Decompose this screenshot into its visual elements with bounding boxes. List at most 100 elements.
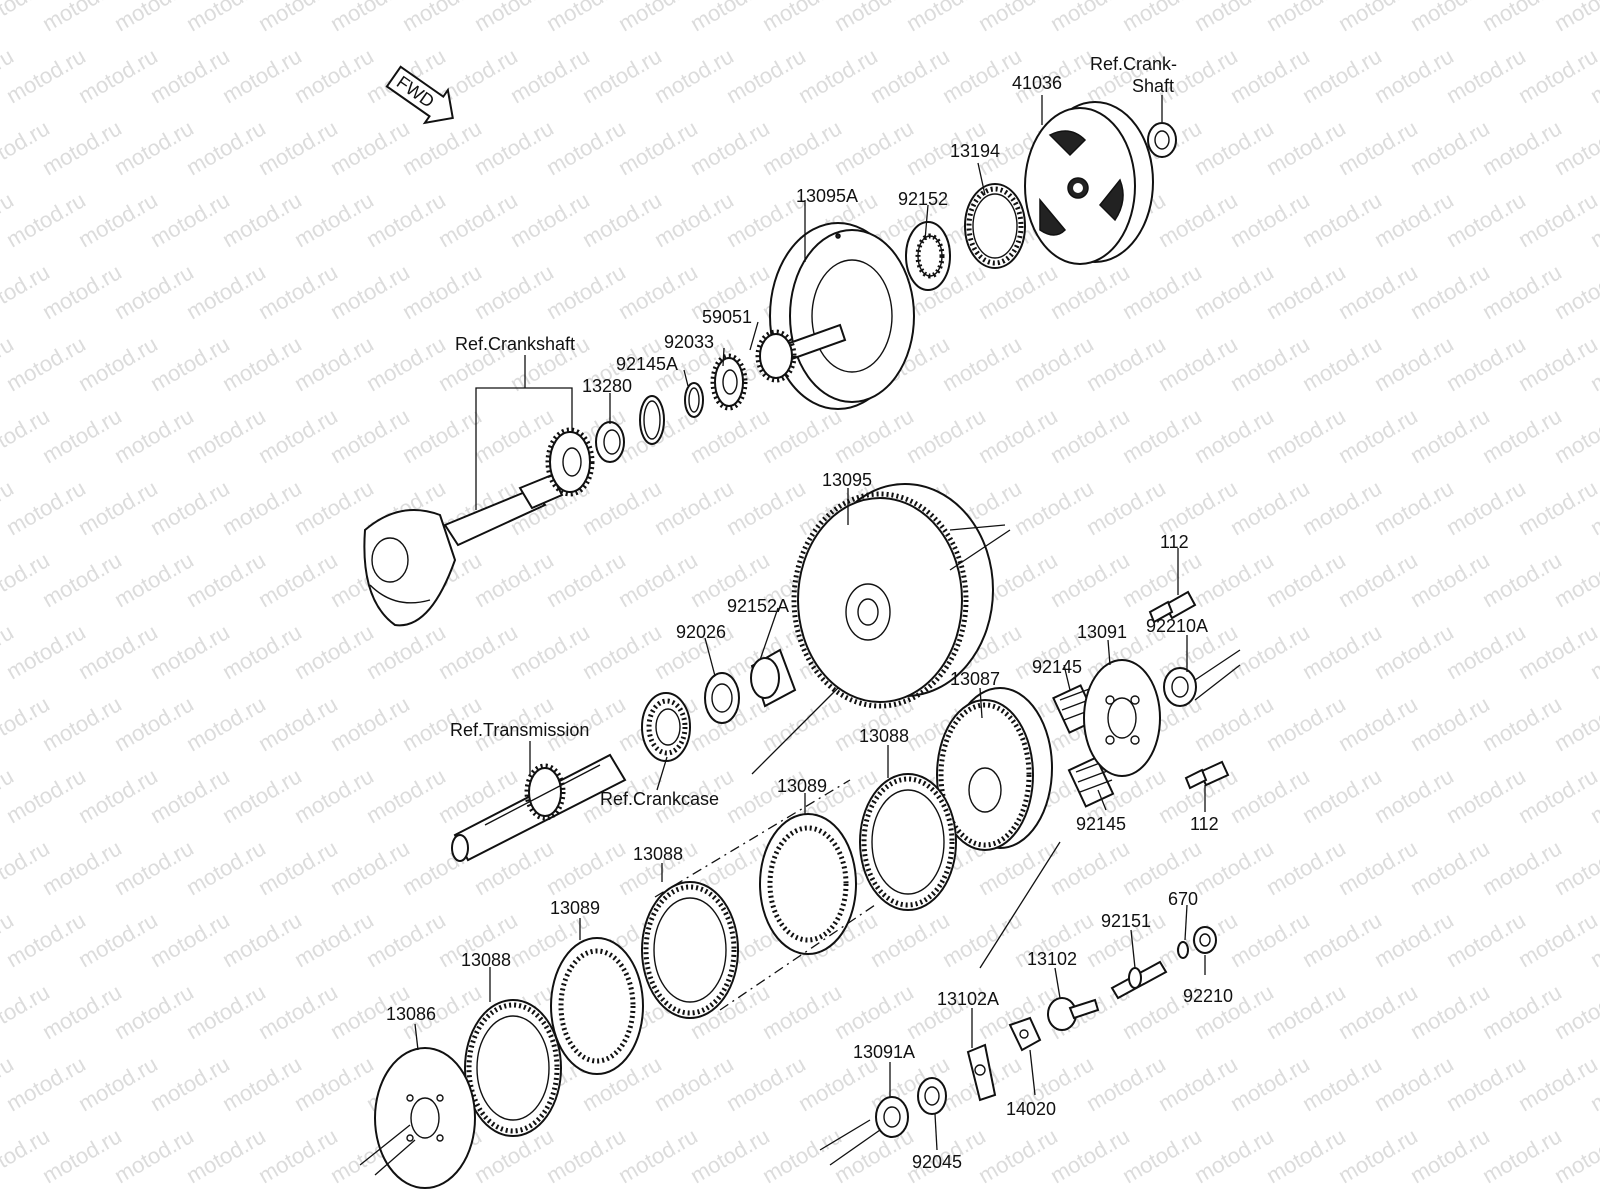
watermark-text: motod.ru xyxy=(1298,331,1386,396)
watermark-text: motod.ru xyxy=(1442,1195,1530,1200)
watermark-text: motod.ru xyxy=(1010,475,1098,540)
watermark-text: motod.ru xyxy=(1478,115,1566,180)
watermark-text: motod.ru xyxy=(1118,403,1206,468)
watermark-text: motod.ru xyxy=(146,907,234,972)
watermark-text: motod.ru xyxy=(146,1195,234,1200)
axis-line-5 xyxy=(359,1124,416,1176)
watermark-text: motod.ru xyxy=(974,1123,1062,1188)
watermark-text: motod.ru xyxy=(290,619,378,684)
watermark-text: motod.ru xyxy=(182,259,270,324)
watermark-text: motod.ru xyxy=(758,979,846,1044)
collar-92026 xyxy=(704,672,740,724)
watermark-text: motod.ru xyxy=(1154,1195,1242,1200)
watermark-text: motod.ru xyxy=(578,619,666,684)
watermark-text: motod.ru xyxy=(1442,187,1530,252)
pressure-plate-13091 xyxy=(1083,659,1161,777)
watermark-text: motod.ru xyxy=(2,43,90,108)
oring-670 xyxy=(1177,941,1189,959)
watermark-text: motod.ru xyxy=(110,403,198,468)
label-92026: 92026 xyxy=(676,622,726,642)
watermark-text: motod.ru xyxy=(110,259,198,324)
watermark-text: motod.ru xyxy=(1478,1123,1566,1188)
watermark-text: motod.ru xyxy=(290,763,378,828)
watermark-text: motod.ru xyxy=(1226,475,1314,540)
watermark-text: motod.ru xyxy=(1298,43,1386,108)
watermark-text: motod.ru xyxy=(506,187,594,252)
label-13102: 13102 xyxy=(1027,949,1077,969)
label-92210: 92210 xyxy=(1183,986,1233,1006)
watermark-text: motod.ru xyxy=(1334,691,1422,756)
watermark-text: motod.ru xyxy=(722,475,810,540)
watermark-text: motod.ru xyxy=(1154,187,1242,252)
watermark-text: motod.ru xyxy=(542,835,630,900)
watermark-text: motod.ru xyxy=(1478,979,1566,1044)
watermark-text: motod.ru xyxy=(1478,403,1566,468)
watermark-text: motod.ru xyxy=(2,763,90,828)
watermark-text: motod.ru xyxy=(1514,331,1600,396)
watermark-text: motod.ru xyxy=(2,907,90,972)
label-92151: 92151 xyxy=(1101,911,1151,931)
watermark-text: motod.ru xyxy=(1298,187,1386,252)
watermark-text: motod.ru xyxy=(758,403,846,468)
watermark-text: motod.ru xyxy=(542,259,630,324)
watermark-text: motod.ru xyxy=(218,331,306,396)
bolt-112-bottom xyxy=(1184,760,1230,790)
watermark-text: motod.ru xyxy=(1370,43,1458,108)
watermark-text: motod.ru xyxy=(362,331,450,396)
watermark-text: motod.ru xyxy=(1478,691,1566,756)
one-way-clutch-13194 xyxy=(964,183,1026,269)
watermark-text: motod.ru xyxy=(218,619,306,684)
watermark-text: motod.ru xyxy=(74,475,162,540)
axis-line-1 xyxy=(751,687,839,775)
watermark-text: motod.ru xyxy=(218,475,306,540)
watermark-text: motod.ru xyxy=(1010,331,1098,396)
watermark-text: motod.ru xyxy=(1442,619,1530,684)
label-13088-mid: 13088 xyxy=(633,844,683,864)
watermark-text: motod.ru xyxy=(218,43,306,108)
ring-92033 xyxy=(684,382,704,418)
watermark-text: motod.ru xyxy=(218,763,306,828)
watermark-text: motod.ru xyxy=(650,1195,738,1200)
watermark-text: motod.ru xyxy=(1154,331,1242,396)
label-92145A: 92145A xyxy=(616,354,678,374)
watermark-text: motod.ru xyxy=(1226,1195,1314,1200)
watermark-text: motod.ru xyxy=(1190,835,1278,900)
watermark-text: motod.ru xyxy=(578,43,666,108)
watermark-text: motod.ru xyxy=(1442,43,1530,108)
watermark-text: motod.ru xyxy=(110,691,198,756)
watermark-text: motod.ru xyxy=(1046,547,1134,612)
watermark-text: motod.ru xyxy=(1478,835,1566,900)
watermark-text: motod.ru xyxy=(1370,331,1458,396)
watermark-text: motod.ru xyxy=(74,43,162,108)
label-41036: 41036 xyxy=(1012,73,1062,93)
watermark-text: motod.ru xyxy=(38,259,126,324)
watermark-text: motod.ru xyxy=(362,1195,450,1200)
clutch-hub-13087 xyxy=(936,687,1053,851)
label-59051: 59051 xyxy=(702,307,752,327)
label-13194: 13194 xyxy=(950,141,1000,161)
watermark-text: motod.ru xyxy=(1262,835,1350,900)
watermark-text: motod.ru xyxy=(1298,619,1386,684)
watermark-text: motod.ru xyxy=(686,115,774,180)
watermark-text: motod.ru xyxy=(1298,1051,1386,1116)
watermark-text: motod.ru xyxy=(38,547,126,612)
watermark-text: motod.ru xyxy=(1298,763,1386,828)
watermark-text: motod.ru xyxy=(110,979,198,1044)
watermark-text: motod.ru xyxy=(38,115,126,180)
watermark-text: motod.ru xyxy=(1118,1123,1206,1188)
watermark-text: motod.ru xyxy=(650,43,738,108)
watermark-text: motod.ru xyxy=(758,115,846,180)
watermark-text: motod.ru xyxy=(362,187,450,252)
watermark-text: motod.ru xyxy=(2,1195,90,1200)
watermark-text: motod.ru xyxy=(182,403,270,468)
watermark-text: motod.ru xyxy=(2,187,90,252)
watermark-text: motod.ru xyxy=(74,907,162,972)
watermark-text: motod.ru xyxy=(146,331,234,396)
watermark-text: motod.ru xyxy=(2,619,90,684)
watermark-text: motod.ru xyxy=(398,403,486,468)
watermark-text: motod.ru xyxy=(1082,331,1170,396)
label-13088-bottom: 13088 xyxy=(461,950,511,970)
watermark-text: motod.ru xyxy=(326,691,414,756)
watermark-text: motod.ru xyxy=(254,1123,342,1188)
watermark-text: motod.ru xyxy=(506,43,594,108)
